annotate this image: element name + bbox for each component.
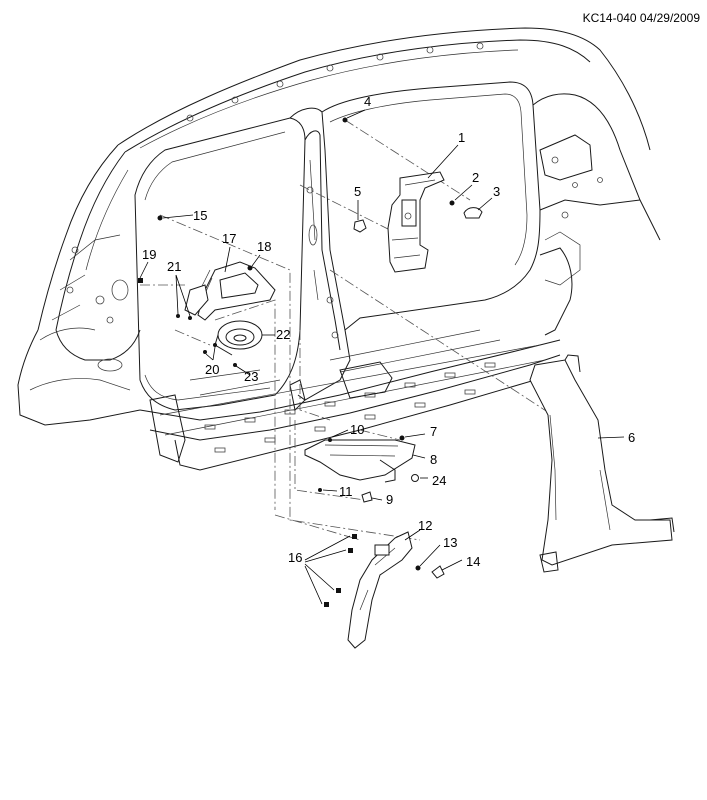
speaker-bracket-part-17	[184, 261, 276, 321]
screw-part-20b	[213, 343, 217, 347]
callout-labels: 1 2 3 4 5 6 7 8 9 10 11 12 13 14 15 16 1…	[142, 94, 635, 569]
callout-8: 8	[430, 452, 437, 467]
retainer-part-24	[411, 474, 419, 482]
callout-17: 17	[222, 231, 236, 246]
screw-part-20a	[203, 350, 207, 354]
callout-20: 20	[205, 362, 219, 377]
callout-22: 22	[276, 327, 290, 342]
callout-6: 6	[628, 430, 635, 445]
callout-1: 1	[458, 130, 465, 145]
screw-part-15	[157, 215, 163, 221]
callout-3: 3	[493, 184, 500, 199]
screw-part-11	[318, 488, 322, 492]
clip-part-16c	[336, 588, 341, 593]
callout-14: 14	[466, 554, 480, 569]
screw-part-13	[415, 565, 421, 571]
callout-9: 9	[386, 492, 393, 507]
trim-part-12	[347, 531, 413, 649]
callout-4: 4	[364, 94, 371, 109]
screw-part-4	[342, 117, 348, 123]
clip-part-9	[361, 491, 373, 503]
callout-24: 24	[432, 473, 446, 488]
speaker-part-22	[214, 320, 263, 356]
callout-12: 12	[418, 518, 432, 533]
callout-7: 7	[430, 424, 437, 439]
callout-23: 23	[244, 369, 258, 384]
document-id: KC14-040 04/29/2009	[583, 11, 701, 25]
assembly-lines	[140, 119, 561, 541]
b-pillar-lower-trim-part-6	[529, 354, 675, 573]
screw-part-21a	[176, 314, 180, 318]
screw-part-18	[247, 265, 253, 271]
screw-part-10	[328, 438, 332, 442]
screw-part-2	[449, 200, 455, 206]
callout-10: 10	[350, 422, 364, 437]
callout-2: 2	[472, 170, 479, 185]
callout-18: 18	[257, 239, 271, 254]
callout-5: 5	[354, 184, 361, 199]
screw-part-7	[399, 435, 405, 441]
callout-19: 19	[142, 247, 156, 262]
callout-13: 13	[443, 535, 457, 550]
screw-part-21b	[188, 316, 192, 320]
retainer-part-5	[353, 219, 367, 233]
clip-part-16a	[352, 534, 357, 539]
leader-lines	[139, 109, 625, 605]
cap-part-14	[431, 565, 445, 579]
callout-21: 21	[167, 259, 181, 274]
clip-part-16b	[348, 548, 353, 553]
body-side-frame	[17, 27, 661, 471]
clip-part-16d	[324, 602, 329, 607]
cap-part-3	[463, 207, 483, 219]
callout-15: 15	[193, 208, 207, 223]
trim-panel-part-8	[304, 439, 416, 483]
callout-16: 16	[288, 550, 302, 565]
callout-11: 11	[339, 484, 353, 499]
b-pillar-upper-trim-part-1	[387, 171, 445, 273]
clip-part-19	[138, 278, 143, 283]
